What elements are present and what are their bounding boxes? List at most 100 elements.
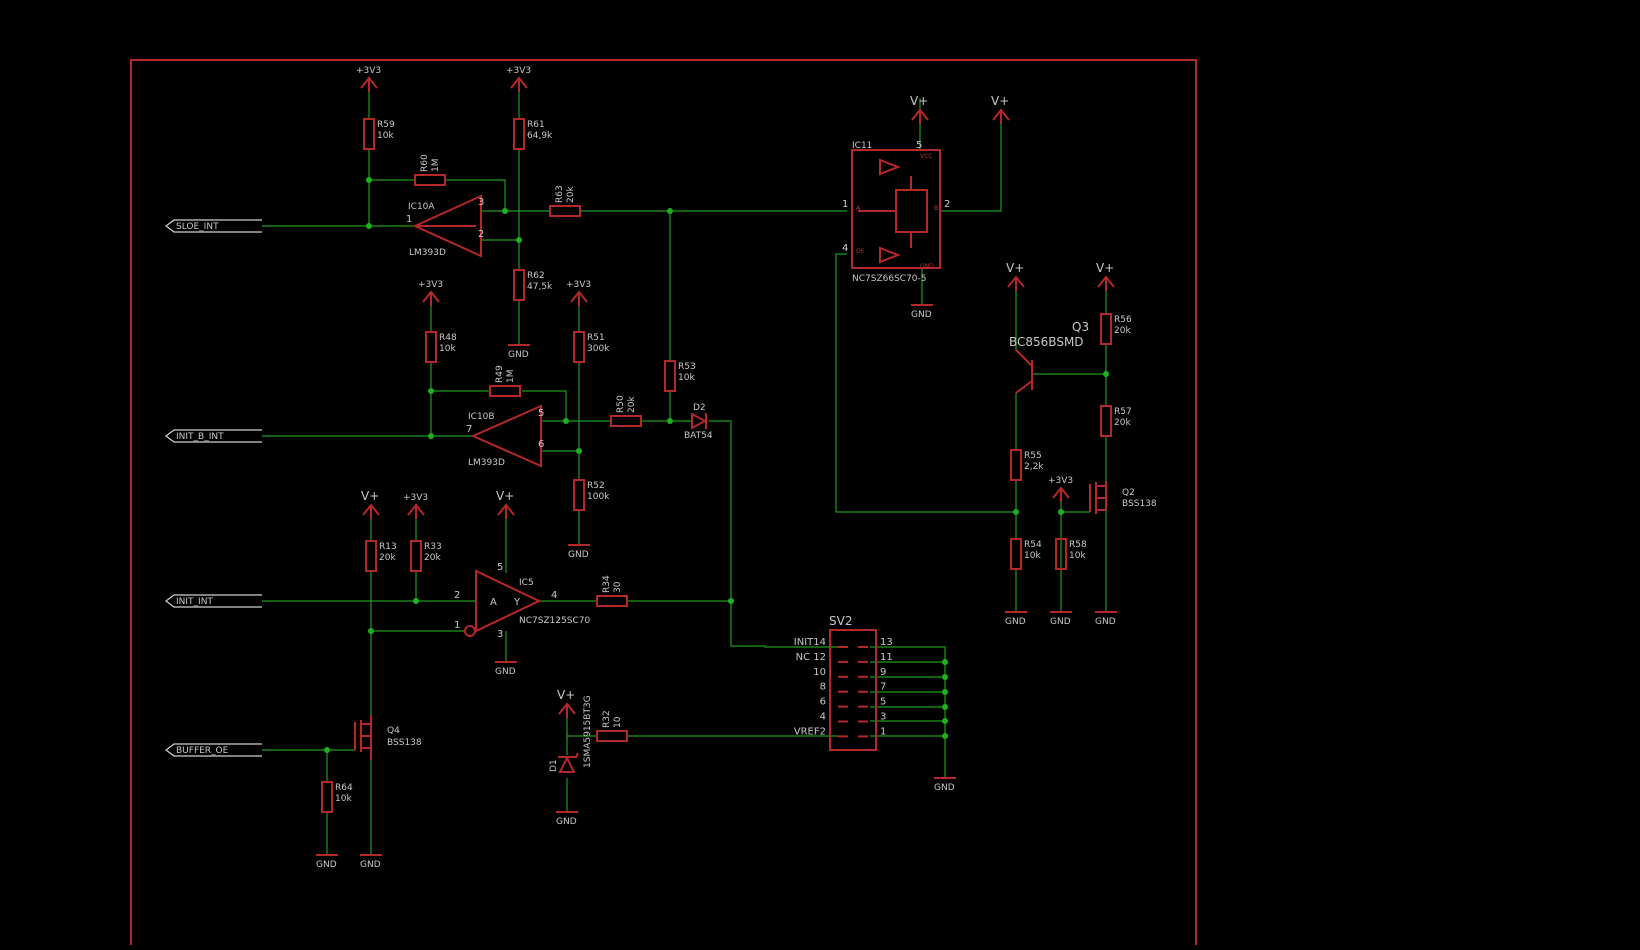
resistor-name: R57 bbox=[1114, 407, 1132, 417]
ground-symbol: GND bbox=[316, 854, 338, 870]
ground-symbol: GND bbox=[1005, 611, 1027, 627]
part-value: BAT54 bbox=[684, 431, 713, 441]
junctions bbox=[324, 177, 1109, 753]
ground-symbol: GND bbox=[495, 661, 517, 677]
ic11-switch: IC11 NC7SZ66SC70-5 VCC GND A B OE 1 4 2 … bbox=[842, 140, 950, 284]
q3-pnp-transistor: Q3 BC856BSMD bbox=[1009, 320, 1089, 394]
ground-symbol: GND bbox=[360, 854, 382, 870]
connector-pin-left: 8 bbox=[820, 682, 826, 693]
pin-number: 1 bbox=[406, 214, 412, 225]
ground-symbol: GND bbox=[556, 811, 578, 827]
drawing-frame bbox=[130, 59, 1197, 945]
pin-number: 5 bbox=[916, 140, 922, 151]
pin-label: OE bbox=[856, 248, 865, 255]
resistor-name: R50 bbox=[616, 395, 626, 413]
ground-symbol: GND bbox=[1050, 611, 1072, 627]
supply-vplus-symbol: V+ bbox=[1096, 261, 1115, 291]
resistor-value: 20k bbox=[379, 553, 396, 563]
part-value: NC7SZ66SC70-5 bbox=[852, 274, 927, 284]
q2-mosfet: Q2 BSS138 bbox=[1089, 481, 1157, 514]
ground-symbol: GND bbox=[934, 777, 956, 793]
ground-label: GND bbox=[911, 310, 932, 320]
supply-vplus-symbol: V+ bbox=[557, 688, 576, 718]
resistor-name: R54 bbox=[1024, 540, 1042, 550]
resistor-name: R53 bbox=[678, 362, 696, 372]
ground-symbol: GND bbox=[508, 344, 530, 360]
supply-label: V+ bbox=[557, 688, 575, 702]
ground-symbol: GND bbox=[1095, 611, 1117, 627]
supply-label: +3V3 bbox=[356, 66, 381, 76]
d2-diode: D2 BAT54 bbox=[684, 403, 713, 441]
connector-pin-right: 3 bbox=[880, 712, 886, 723]
resistor-value: 20k bbox=[1114, 418, 1131, 428]
connector-pin-right: 7 bbox=[880, 682, 886, 693]
supply-3v3-symbol: +3V3 bbox=[506, 66, 531, 92]
ground-label: GND bbox=[508, 350, 529, 360]
supply-label: V+ bbox=[910, 94, 928, 108]
connector-name: SV2 bbox=[829, 614, 852, 628]
supply-3v3-symbol: +3V3 bbox=[1048, 476, 1073, 502]
connector-pin-right: 9 bbox=[880, 667, 886, 678]
pin-number: 3 bbox=[478, 197, 484, 208]
connector-pin-left: INIT14 bbox=[794, 637, 826, 648]
pin-label: VCC bbox=[920, 153, 932, 160]
pin-number: 2 bbox=[944, 199, 950, 210]
supply-label: +3V3 bbox=[1048, 476, 1073, 486]
supply-label: V+ bbox=[361, 489, 379, 503]
resistor-name: R33 bbox=[424, 542, 442, 552]
supply-3v3-symbol: +3V3 bbox=[403, 493, 428, 519]
part-name: IC11 bbox=[852, 141, 872, 151]
part-name: IC5 bbox=[519, 578, 534, 588]
resistor-value: 10k bbox=[678, 373, 695, 383]
resistor-value: 1M bbox=[506, 370, 516, 384]
supply-label: V+ bbox=[1096, 261, 1114, 275]
resistor-value: 20k bbox=[627, 396, 637, 413]
supply-vplus-symbol: V+ bbox=[1006, 261, 1025, 291]
connector-pin-left: VREF2 bbox=[794, 726, 826, 737]
supply-vplus-symbol: V+ bbox=[361, 489, 380, 519]
connector-pin-right: 5 bbox=[880, 697, 886, 708]
supply-label: V+ bbox=[496, 489, 514, 503]
pin-number: 3 bbox=[497, 629, 503, 640]
connector-pin-right: 11 bbox=[880, 652, 893, 663]
resistor-value: 1M bbox=[431, 159, 441, 173]
resistor-value: 2,2k bbox=[1024, 462, 1044, 472]
supply-3v3-symbol: +3V3 bbox=[418, 280, 443, 306]
part-name: IC10B bbox=[468, 412, 495, 422]
resistor-value: 10k bbox=[439, 344, 456, 354]
part-value: LM393D bbox=[468, 458, 505, 468]
ground-label: GND bbox=[1095, 617, 1116, 627]
part-value: NC7SZ125SC70 bbox=[519, 616, 591, 626]
port-init-int: INIT_INT bbox=[165, 594, 262, 608]
resistor-name: R32 bbox=[602, 710, 612, 728]
part-name: Q2 bbox=[1122, 488, 1135, 498]
resistor-name: R59 bbox=[377, 120, 395, 130]
supply-vplus-symbol: V+ bbox=[991, 94, 1010, 124]
ic10a-comparator: IC10A LM393D 3 2 1 bbox=[406, 194, 484, 258]
part-value: BSS138 bbox=[387, 738, 422, 748]
resistor-name: R64 bbox=[335, 783, 353, 793]
pin-label: A bbox=[856, 205, 861, 212]
pin-label: B bbox=[934, 205, 938, 212]
port-label: SLOE_INT bbox=[176, 222, 219, 232]
